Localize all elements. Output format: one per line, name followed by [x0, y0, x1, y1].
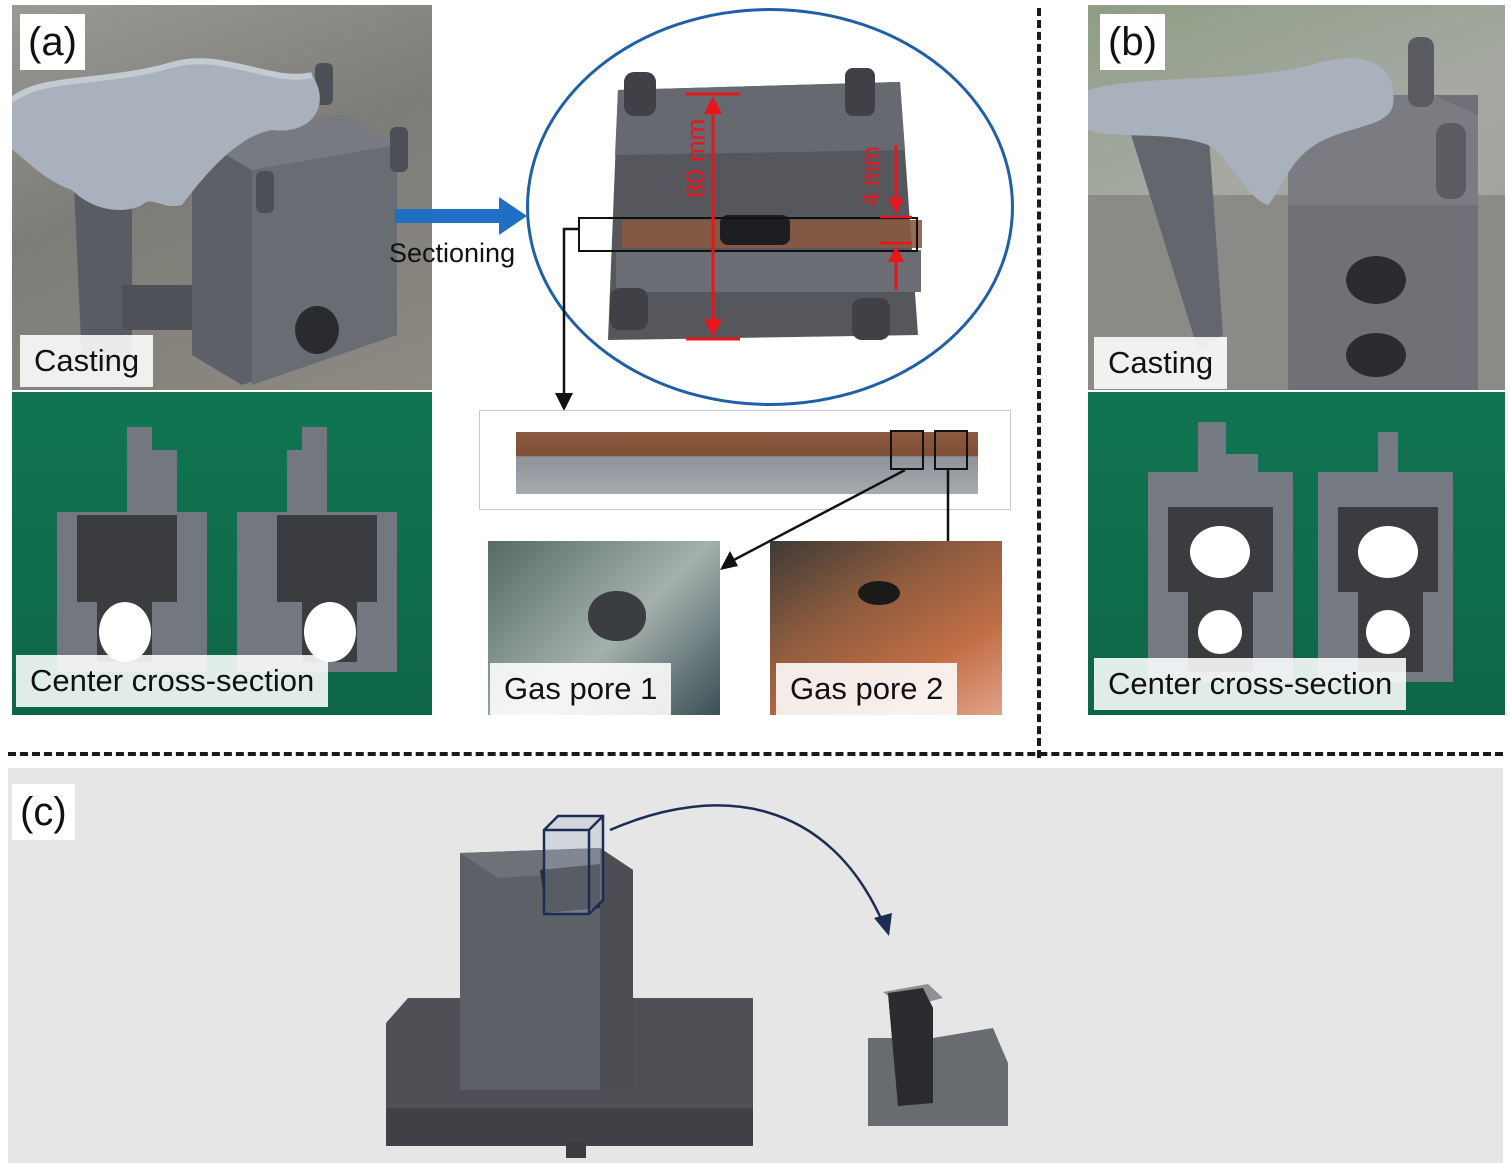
panel-label-c: (c)	[12, 784, 75, 840]
highlight-box-icon	[542, 814, 605, 916]
divider-horizontal	[8, 752, 1503, 756]
cross-section-drawing-b	[1148, 422, 1453, 682]
section-strip-frame	[479, 410, 1011, 510]
sectioning-label: Sectioning	[389, 238, 516, 268]
gas-pore-1-photo: Gas pore 1	[488, 541, 720, 715]
pore-box-1	[890, 430, 924, 470]
cross-section-caption-a: Center cross-section	[16, 655, 329, 707]
height-dimension-label: 80 mm	[680, 118, 711, 199]
casting-photo-b: Casting	[1088, 5, 1505, 390]
thickness-dimension-label: 4 mm	[858, 146, 885, 206]
casting-photo-a: Casting	[12, 5, 432, 390]
gas-pore-2-photo: Gas pore 2	[770, 541, 1002, 715]
panel-label-a: (a)	[20, 14, 85, 70]
sectioning-arrow-icon	[395, 197, 527, 235]
gas-pore-1-caption: Gas pore 1	[490, 663, 672, 715]
cross-section-drawing-a	[57, 427, 397, 672]
cross-section-photo-a: Center cross-section	[12, 392, 432, 715]
curved-arrow-icon	[609, 804, 892, 936]
leader-arrow-icon	[555, 227, 580, 411]
sectioned-casting-drawing	[608, 68, 922, 340]
callout-ellipse	[526, 8, 1014, 406]
gas-pore-1-spot	[588, 591, 646, 641]
panel-label-b: (b)	[1100, 14, 1165, 70]
divider-vertical	[1037, 8, 1041, 758]
gas-pore-2-spot	[858, 581, 900, 605]
gas-pore-2-caption: Gas pore 2	[776, 663, 958, 715]
section-strip-photo	[516, 432, 978, 494]
cross-section-caption-b: Center cross-section	[1094, 658, 1407, 710]
casting-caption-b: Casting	[1094, 337, 1228, 389]
panel-c: (c)	[8, 768, 1503, 1163]
height-dimension-icon	[686, 92, 740, 341]
casting-drawing-a	[12, 58, 408, 385]
casting-caption-a: Casting	[20, 335, 154, 387]
section-rectangle	[578, 217, 918, 252]
cross-section-photo-b: Center cross-section	[1088, 392, 1505, 715]
pore-box-2	[934, 430, 968, 470]
thickness-dimension-icon	[880, 145, 912, 290]
